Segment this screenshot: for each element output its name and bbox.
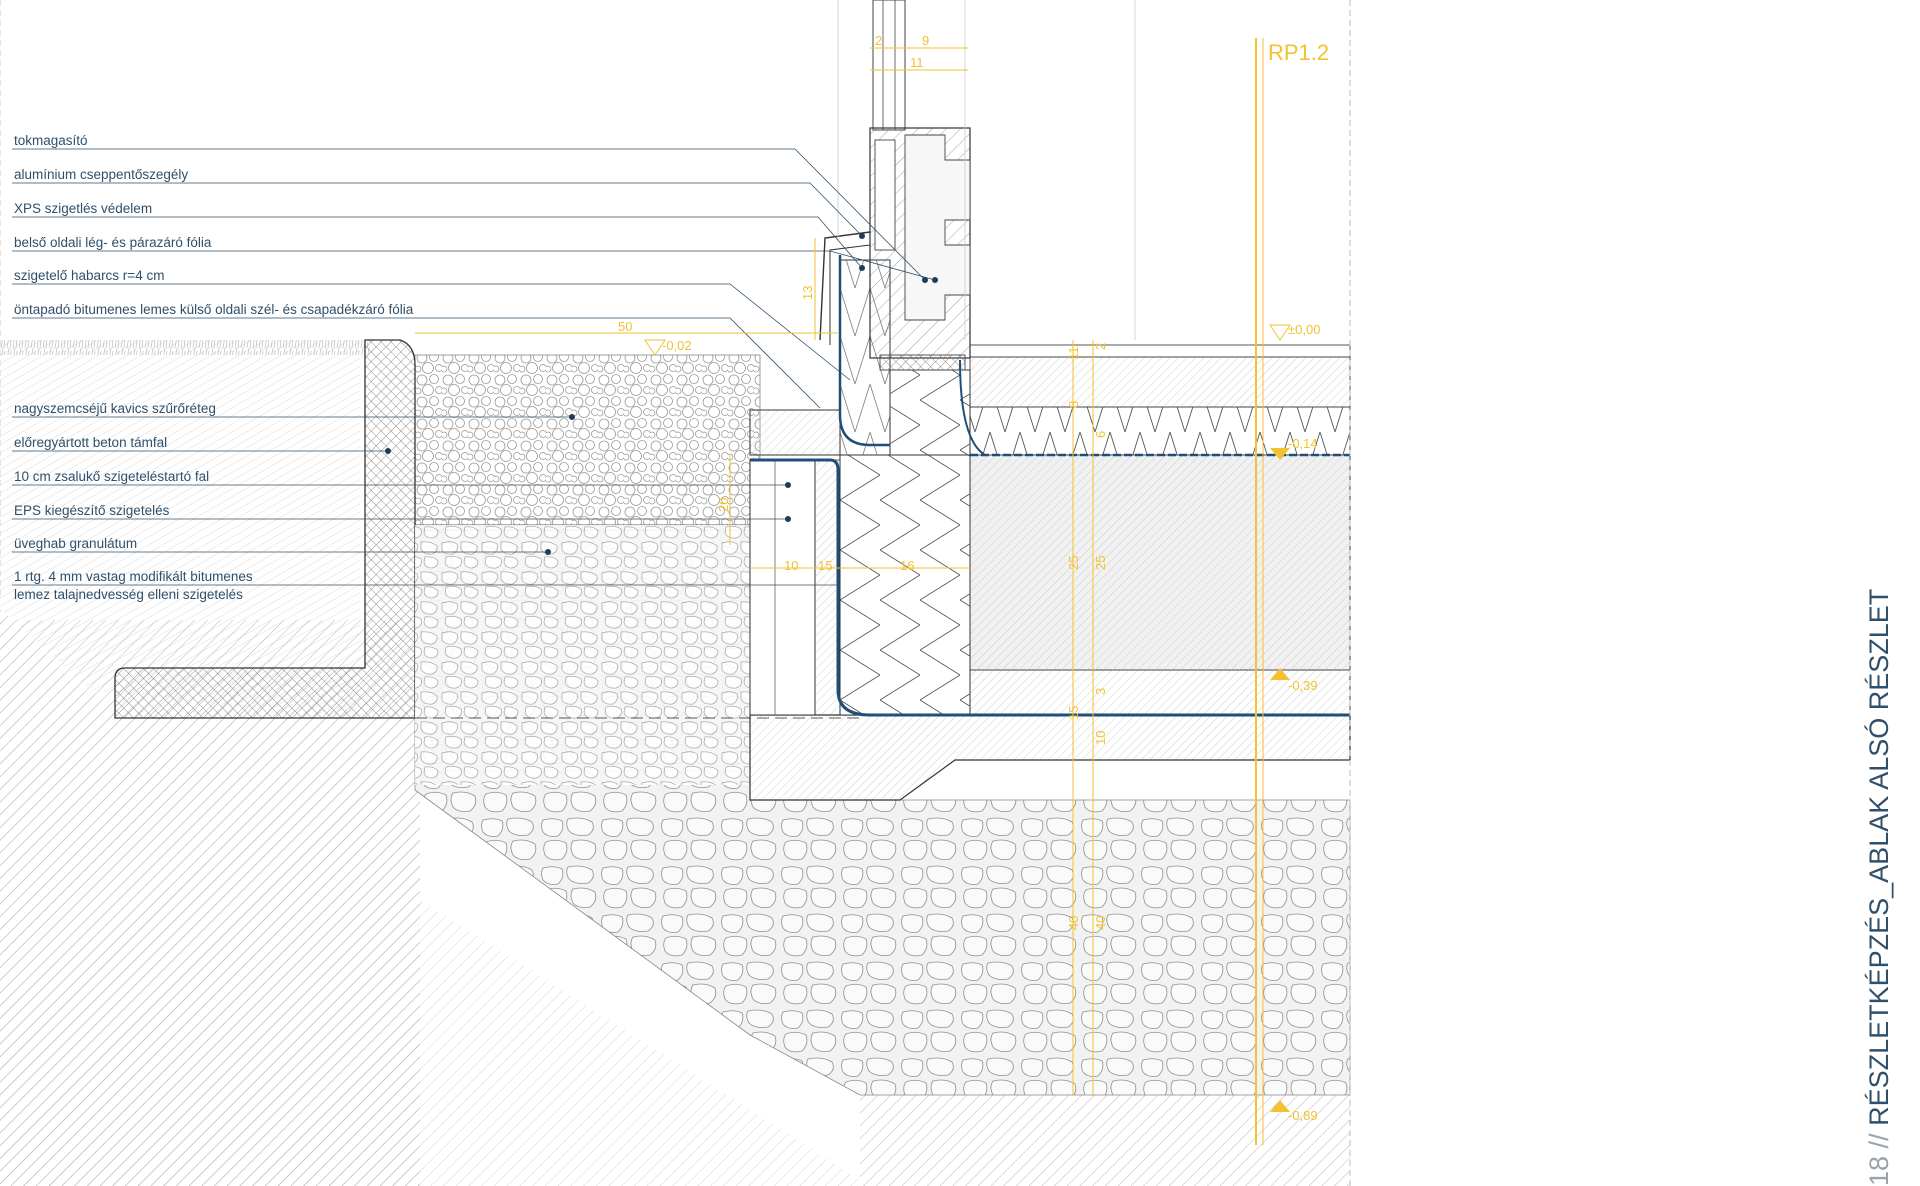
label-damp-proofing-1: 1 rtg. 4 mm vastag modifikált bitumenes (14, 569, 253, 584)
dim-2: 2 (1093, 343, 1108, 350)
dim-3: 3 (1093, 688, 1108, 695)
level-mark-089 (1270, 1100, 1290, 1112)
level-mark-039 (1270, 668, 1290, 680)
dim-40a: 40 (1066, 916, 1081, 930)
dim-40b: 40 (1093, 916, 1108, 930)
dim-50: 50 (618, 319, 632, 334)
level-002: -0,02 (662, 338, 692, 353)
retaining-wall (114, 339, 416, 719)
dim-11: 11 (1066, 347, 1081, 361)
level-mark-002 (644, 339, 666, 356)
label-retaining-wall: előregyártott beton támfal (14, 435, 167, 450)
dim-25a: 25 (1066, 556, 1081, 570)
dim-16: 16 (900, 558, 914, 573)
dim-top-11: 11 (910, 55, 924, 70)
label-insulating-mortar: szigetelő habarcs r=4 cm (14, 268, 164, 283)
dim-25b: 25 (1093, 556, 1108, 570)
level-000: ±0,00 (1288, 322, 1320, 337)
gravel-filter-layer (414, 354, 761, 531)
sheet-title-text: RÉSZLETKÉPZÉS_ABLAK ALSÓ RÉSZLET (1864, 588, 1894, 1126)
foundation-concrete (749, 454, 1351, 801)
section-reference: RP1.2 (1268, 40, 1329, 65)
glass-foam-granulate (415, 525, 860, 785)
level-mark-014 (1270, 448, 1290, 460)
component-labels: tokmagasító alumínium cseppentőszegély X… (14, 133, 414, 602)
dim-15b: 15 (1066, 706, 1081, 720)
label-formwork-wall: 10 cm zsalukő szigeteléstartó fal (14, 469, 209, 484)
sheet-separator: // (1864, 1133, 1894, 1149)
reference-lines (0, 0, 1351, 1186)
dimension-lines (415, 38, 1264, 1145)
label-eps-insulation: EPS kiegészítő szigetelés (14, 503, 170, 518)
drip-edge (819, 231, 871, 345)
label-vapour-barrier: belső oldali lég- és párazáró fólia (14, 235, 212, 250)
sheet-title: 18 // RÉSZLETKÉPZÉS_ABLAK ALSÓ RÉSZLET (1864, 589, 1895, 1186)
leader-dots (385, 233, 938, 555)
label-damp-proofing-2: lemez talajnedvesség elleni szigetelés (14, 587, 243, 602)
wall-insulation (749, 259, 971, 716)
sheet-number: 18 (1864, 1155, 1894, 1186)
dim-top-9: 9 (922, 33, 929, 48)
floor-buildup (969, 344, 1351, 457)
soil-background (0, 340, 1350, 1186)
level-markers: ±0,00 -0,02 -0,14 -0,39 -0,89 (644, 322, 1320, 1123)
label-bitumen-membrane: öntapadó bitumenes lemes külső oldali sz… (14, 302, 414, 317)
label-xps-protection: XPS szigetlés védelem (14, 201, 152, 216)
dimension-values: 2 9 11 50 13 10 16 15 20 25 25 6 2 8 11 … (618, 33, 1108, 930)
label-drip-edge: alumínium cseppentőszegély (14, 167, 188, 182)
dim-8: 8 (1066, 401, 1081, 408)
level-014: -0,14 (1288, 436, 1318, 451)
waterproof-membrane (750, 255, 1350, 717)
label-tokmagasito: tokmagasító (14, 133, 88, 148)
dim-10b: 10 (1093, 731, 1108, 745)
level-039: -0,39 (1288, 678, 1318, 693)
level-089: -0,89 (1288, 1108, 1318, 1123)
label-glass-foam: üveghab granulátum (14, 536, 137, 551)
dim-15: 15 (818, 558, 832, 573)
dim-top-2: 2 (875, 33, 882, 48)
window-frame (869, 0, 971, 371)
level-mark-000 (1269, 324, 1291, 341)
dim-10: 10 (784, 558, 798, 573)
dim-20: 20 (716, 498, 731, 512)
leader-lines (12, 148, 936, 586)
label-gravel-filter: nagyszemcséjű kavics szűrőréteg (14, 401, 216, 416)
dim-6: 6 (1093, 431, 1108, 438)
dim-13: 13 (800, 286, 815, 300)
